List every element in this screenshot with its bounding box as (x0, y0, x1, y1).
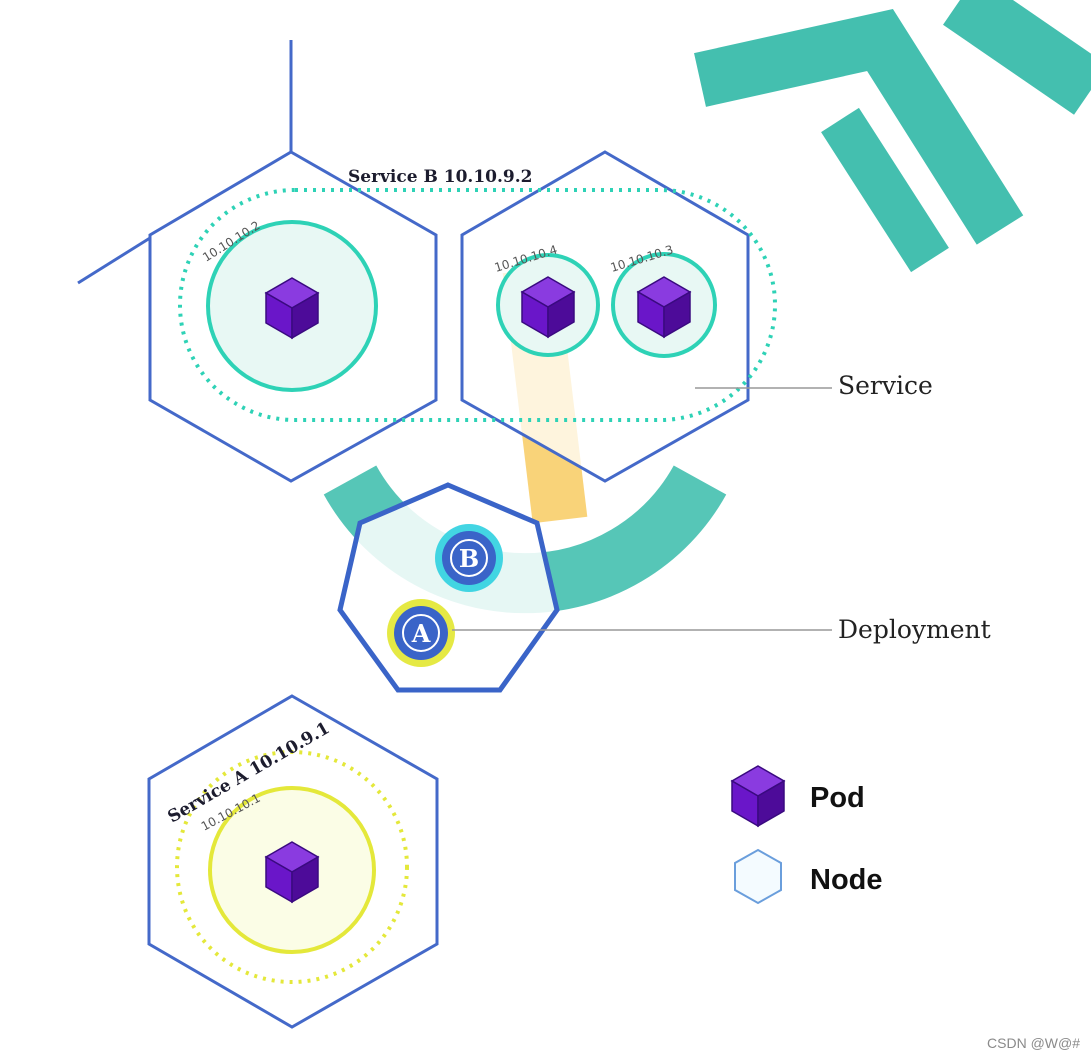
node-hexagon-right (460, 150, 750, 483)
connector-line (77, 236, 151, 285)
deployment-b-icon: B (435, 524, 503, 592)
pod-group-mid: 10.10.10.4 (493, 243, 600, 357)
service-callout-label: Service (838, 371, 933, 400)
pod-group-a: 10.10.10.1 (199, 786, 376, 954)
deployment-a-icon: A (387, 599, 455, 667)
deployment-heptagon (337, 482, 560, 693)
legend-pod-item: Pod (731, 765, 865, 827)
deployment-a-letter: A (411, 619, 431, 648)
legend-pod-label: Pod (810, 782, 865, 814)
service-a-boundary (175, 750, 409, 984)
legend-pod-icon (731, 765, 785, 827)
legend-node-label: Node (810, 864, 883, 896)
legend: Pod Node (731, 765, 883, 905)
pod-group-left: 10.10.10.2 (200, 218, 378, 392)
deployment-callout-label: Deployment (838, 615, 991, 644)
legend-node-item: Node (734, 848, 883, 905)
service-b-boundary (178, 188, 777, 422)
legend-node-icon (734, 848, 782, 905)
deployment-b-letter: B (459, 544, 479, 573)
pod-group-right: 10.10.10.3 (609, 243, 717, 358)
service-b-label: Service B 10.10.9.2 (348, 167, 533, 187)
footer-credit: CSDN @W@# (987, 1035, 1080, 1051)
